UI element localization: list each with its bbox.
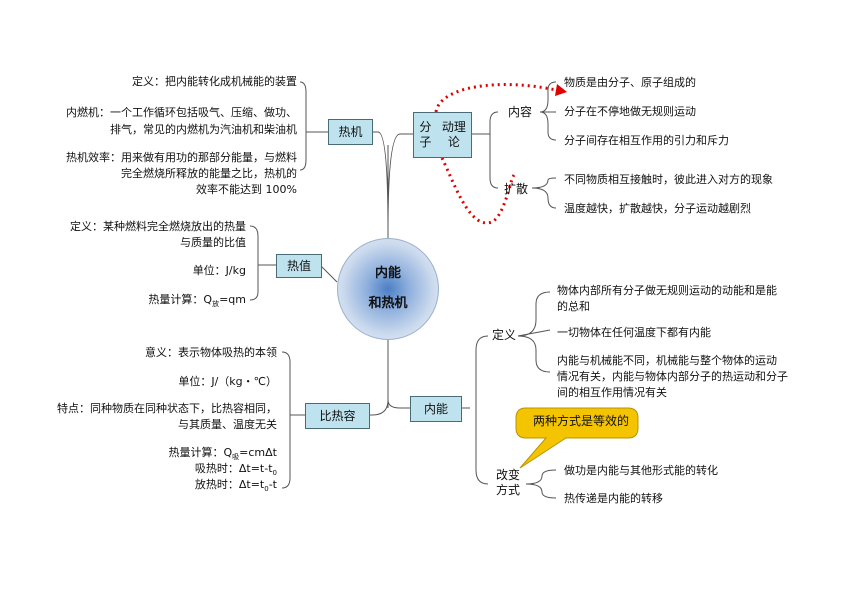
heat-engine-definition: 定义：把内能转化成机械能的装置 bbox=[132, 75, 297, 88]
change-method-label-line-2: 方式 bbox=[495, 483, 520, 497]
heat-engine-efficiency-line-3: 效率不能达到 100% bbox=[196, 183, 297, 196]
specific-heat-feature-line-1: 特点：同种物质在同种状态下，比热容相同， bbox=[57, 402, 277, 415]
heat-engine-efficiency-line-2: 完全燃烧所释放的能量之比，热机的 bbox=[121, 167, 297, 180]
bracket-def-mid bbox=[517, 329, 551, 337]
link-specific-heat bbox=[368, 399, 389, 416]
heat-value-calculation: 热量计算：Q放=qm bbox=[148, 293, 246, 309]
bracket-def-bottom bbox=[517, 335, 551, 373]
specific-heat-calculation: 热量计算：Q吸=cmΔt bbox=[168, 446, 278, 462]
specific-heat-absorb: 吸热时：Δt=t-t0 bbox=[194, 462, 277, 478]
bracket-content-top bbox=[539, 81, 557, 113]
bracket-diffusion-bottom bbox=[531, 187, 557, 209]
red-arrow-lower bbox=[440, 157, 516, 225]
heat-value-node: 热值 bbox=[276, 254, 322, 278]
heat-engine-ice-line-2: 排气，常见的内燃机为汽油机和柴油机 bbox=[110, 123, 297, 136]
callout-bubble bbox=[515, 407, 639, 469]
internal-energy-definition-label: 定义 bbox=[491, 328, 516, 342]
specific-heat-release: 放热时：Δt=t0-t bbox=[194, 478, 277, 494]
red-arrow-head bbox=[555, 84, 567, 96]
internal-energy-def-item-3-line-3: 间的相互作用情况有关 bbox=[557, 386, 667, 399]
bracket-internal-energy bbox=[475, 335, 489, 485]
bracket-specific-heat bbox=[281, 351, 291, 489]
specific-heat-unit: 单位：J/（kg・℃） bbox=[178, 375, 277, 388]
change-method-item: 热传递是内能的转移 bbox=[564, 492, 663, 505]
bracket-change-top bbox=[525, 469, 557, 485]
center-title-line-2: 和热机 bbox=[368, 296, 408, 311]
internal-energy-node: 内能 bbox=[410, 396, 462, 422]
molecular-theory-node: 分子 动理论 bbox=[413, 112, 472, 158]
heat-engine-efficiency-line-1: 热机效率：用来做有用功的那部分能量，与燃料 bbox=[66, 151, 297, 164]
bracket-change-bottom bbox=[525, 483, 557, 499]
specific-heat-meaning: 意义：表示物体吸热的本领 bbox=[145, 346, 277, 359]
link-molecular bbox=[387, 133, 413, 231]
internal-energy-def-item-1-line-2: 的总和 bbox=[557, 300, 590, 313]
diffusion-label: 扩散 bbox=[503, 182, 528, 196]
change-method-label: 改变 方式 bbox=[490, 468, 526, 498]
molecular-theory-label-line-2: 动理论 bbox=[441, 120, 466, 149]
molecular-content-item: 物质是由分子、原子组成的 bbox=[564, 76, 696, 89]
specific-heat-node: 比热容 bbox=[305, 403, 370, 429]
bracket-def-top bbox=[517, 291, 551, 337]
center-title-line-1: 内能 bbox=[374, 266, 401, 281]
red-arrow-upper bbox=[434, 83, 557, 113]
bracket-heat-value bbox=[249, 225, 259, 301]
bracket-diffusion-top bbox=[531, 177, 557, 189]
diffusion-item: 温度越快，扩散越快，分子运动越剧烈 bbox=[564, 202, 751, 215]
internal-energy-def-item-3-line-2: 情况有关，内能与物体内部分子的热运动和分子 bbox=[557, 370, 788, 383]
center-topic: 内能 和热机 bbox=[337, 238, 439, 340]
heat-value-definition-line-2: 与质量的比值 bbox=[180, 236, 246, 249]
link-heat-value bbox=[319, 264, 338, 283]
internal-energy-def-item-2: 一切物体在任何温度下都有内能 bbox=[557, 326, 711, 339]
heat-engine-node: 热机 bbox=[328, 119, 373, 145]
heat-value-definition-line-1: 定义：某种燃料完全燃烧放出的热量 bbox=[70, 220, 246, 233]
callout-text: 两种方式是等效的 bbox=[532, 414, 629, 428]
internal-energy-def-item-3-line-1: 内能与机械能不同，机械能与整个物体的运动 bbox=[557, 354, 777, 367]
change-method-item: 做功是内能与其他形式能的转化 bbox=[564, 464, 718, 477]
bracket-content-bottom bbox=[539, 111, 557, 141]
molecular-content-item: 分子间存在相互作用的引力和斥力 bbox=[564, 134, 729, 147]
bracket-heat-engine bbox=[299, 81, 307, 171]
change-method-label-line-1: 改变 bbox=[495, 468, 520, 482]
bracket-molecular bbox=[489, 111, 499, 189]
link-heat-engine bbox=[371, 131, 389, 231]
heat-value-unit: 单位：J/kg bbox=[192, 264, 246, 277]
molecular-theory-label-line-1: 分子 bbox=[419, 120, 432, 149]
specific-heat-feature-line-2: 与其质量、温度无关 bbox=[178, 418, 277, 431]
molecular-content-label: 内容 bbox=[507, 105, 532, 119]
internal-energy-def-item-1-line-1: 物体内部所有分子做无规则运动的动能和是能 bbox=[557, 284, 777, 297]
heat-engine-ice-line-1: 内燃机：一个工作循环包括吸气、压缩、做功、 bbox=[66, 106, 297, 119]
diffusion-item: 不同物质相互接触时，彼此进入对方的现象 bbox=[564, 173, 773, 186]
molecular-content-item: 分子在不停地做无规则运动 bbox=[564, 105, 696, 118]
link-internal-energy bbox=[387, 399, 410, 409]
